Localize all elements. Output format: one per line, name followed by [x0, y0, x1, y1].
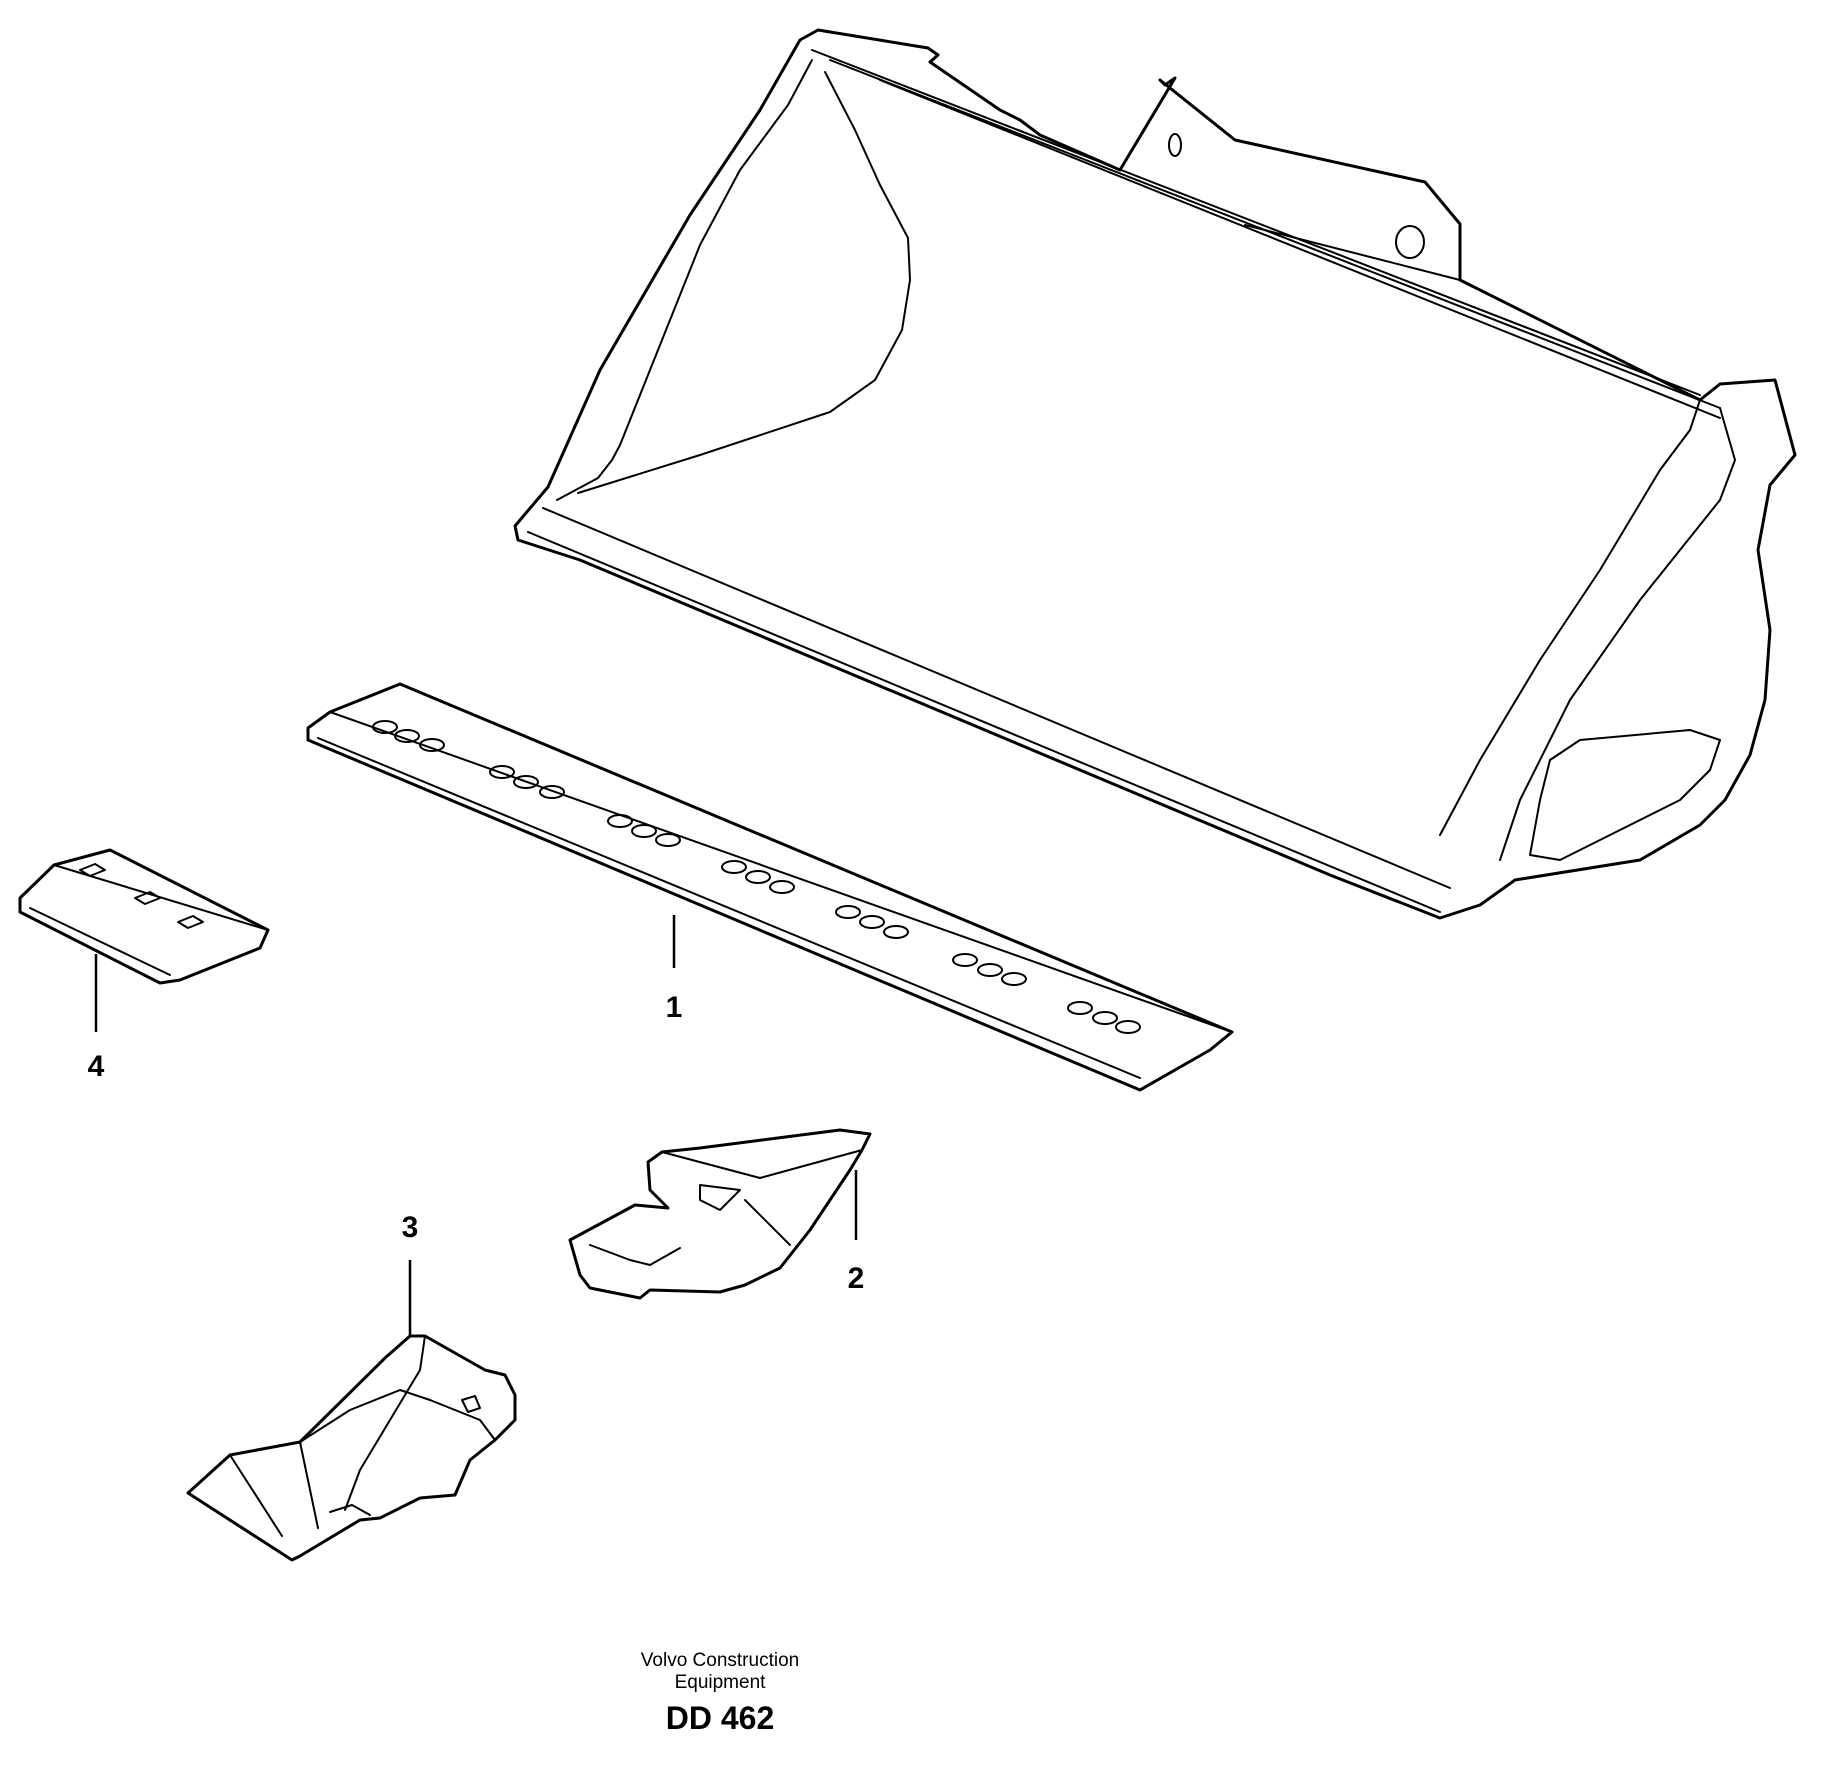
- company-name: Volvo Construction Equipment: [560, 1650, 880, 1694]
- tooth: [186, 1334, 517, 1562]
- callout-4: 4: [88, 1050, 105, 1083]
- wear-segment: [18, 848, 270, 985]
- bolt-holes: [372, 720, 1141, 1034]
- drawing-code: DD 462: [665, 1700, 775, 1736]
- callout-1: 1: [666, 991, 683, 1024]
- tooth-adapter: [568, 1128, 872, 1300]
- bucket: [513, 28, 1797, 920]
- callout-3: 3: [402, 1211, 419, 1244]
- company-name-line-2: Equipment: [674, 1672, 766, 1693]
- cutting-edge: [306, 682, 1234, 1092]
- callout-2: 2: [848, 1262, 865, 1295]
- company-name-line-1: Volvo Construction: [640, 1650, 800, 1671]
